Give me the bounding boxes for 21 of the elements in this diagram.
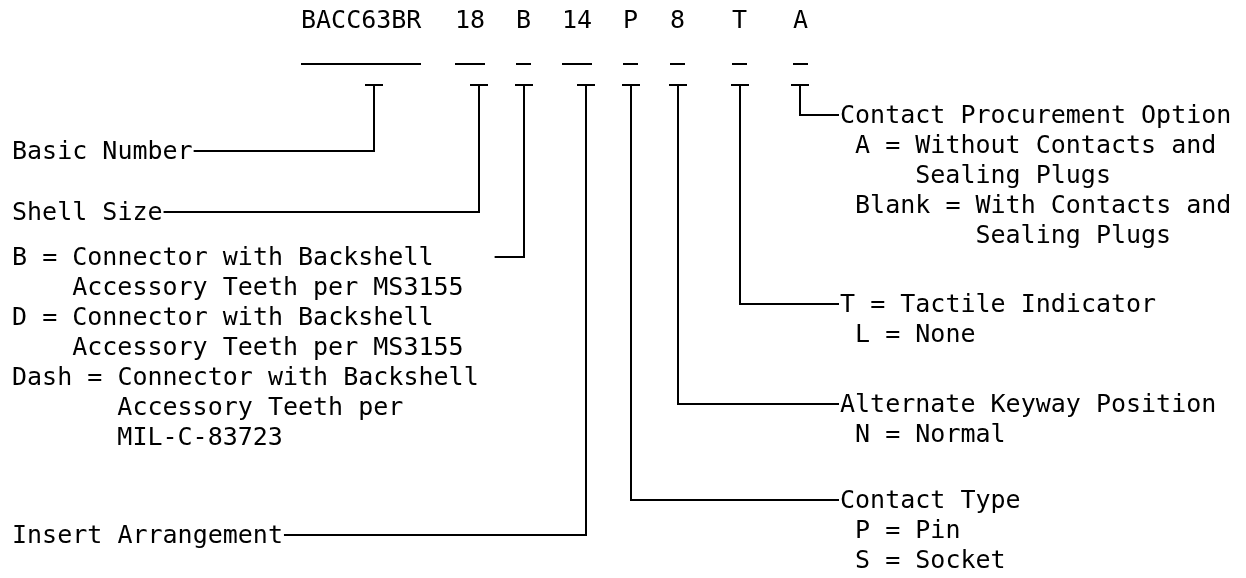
option-text: Dash = Connector with Backshell Accessory Teeth per MIL-C-83723: [12, 362, 480, 452]
callout-heading: Alternate Keyway Position: [840, 389, 1217, 419]
part-number-code: 18: [455, 5, 486, 65]
part-number-code: 8: [670, 5, 686, 65]
part-number-code: B: [516, 5, 532, 65]
callout-heading: Basic Number: [12, 136, 193, 166]
callout-heading: Shell Size: [12, 197, 163, 227]
part-number-code: A: [793, 5, 809, 65]
option-text: S = Socket: [854, 545, 1007, 575]
part-number-code: 14: [562, 5, 593, 65]
option-text: Blank = With Contacts and Sealing Plugs: [854, 190, 1233, 250]
callout-heading: Contact Procurement Option: [840, 100, 1233, 130]
part-number-code: P: [623, 5, 639, 65]
callout-heading: Contact Type: [840, 485, 1021, 515]
option-text: L = None: [854, 319, 977, 349]
option-text: N = Normal: [854, 419, 1007, 449]
part-number-code: T: [732, 5, 748, 65]
part-number-code: BACC63BR: [301, 5, 422, 65]
option-text: P = Pin: [854, 515, 962, 545]
callout-heading: Insert Arrangement: [12, 520, 283, 550]
callout-heading: T = Tactile Indicator: [840, 289, 1157, 319]
